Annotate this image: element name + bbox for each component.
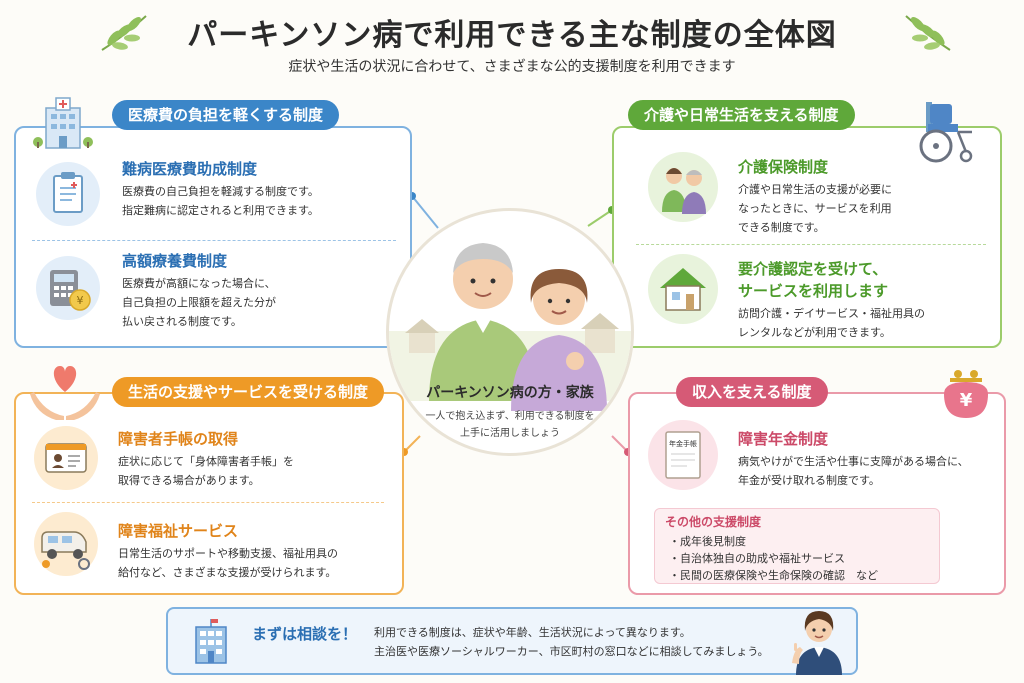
consultation-banner: まずは相談を！ 利用できる制度は、症状や年齢、生活状況によって異なります。 主治… [166,607,858,675]
page-title: パーキンソン病で利用できる主な制度の全体図 [187,18,837,53]
item-desc: 取得できる場合があります。 [118,474,260,487]
item-desc: 医療費の自己負担を軽減する制度です。 [122,185,319,198]
item-desc: 介護や日常生活の支援が必要に [738,183,892,196]
item-title: サービスを利用します [738,282,889,300]
pension-book-icon: 年金手帳 [648,420,718,490]
heart-hands-icon [30,366,100,420]
item-desc: 指定難病に認定されると利用できます。 [122,204,319,217]
divider [636,244,986,245]
footer-line: 利用できる制度は、症状や年齢、生活状況によって異なります。 [374,626,691,639]
purse-yen-symbol: ¥ [960,390,973,411]
item-title: 障害福祉サービス [118,522,239,540]
item-desc: レンタルなどが利用できます。 [738,326,891,339]
item-desc: できる制度です。 [738,221,825,234]
advisor-woman-icon [792,611,842,675]
other-support-title: その他の支援制度 [665,515,762,529]
tab-medical-cost: 医療費の負担を軽くする制度 [112,100,340,130]
welfare-van-icon [34,512,98,576]
footer-text: 利用できる制度は、症状や年齢、生活状況によって異なります。 主治医や医療ソーシャ… [374,623,769,661]
coin-purse-icon: ¥ [944,370,988,418]
item-desc: 払い戻される制度です。 [122,315,242,328]
wheelchair-icon [919,102,973,163]
leaf-branch-icon [905,15,951,51]
other-support-list: ・成年後見制度 ・自治体独自の助成や福祉サービス ・民間の医療保険や生命保険の確… [669,533,878,584]
tab-income-support: 収入を支える制度 [676,377,828,407]
list-item: ・自治体独自の助成や福祉サービス [669,552,845,565]
center-desc-line: 一人で抱え込まず、利用できる制度を [425,411,595,422]
item-desc: 給付など、さまざまな支援が受けられます。 [118,566,337,579]
item-title: 要介護認定を受けて、 [738,260,888,278]
divider [32,240,396,241]
clipboard-icon [36,162,100,226]
item-desc: 自己負担の上限額を超えた分が [122,296,276,309]
id-card-icon [34,426,98,490]
center-desc-line: 上手に活用しましょう [460,428,560,439]
other-support-box: その他の支援制度 ・成年後見制度 ・自治体独自の助成や福祉サービス ・民間の医療… [654,508,940,584]
tab-care-support: 介護や日常生活を支える制度 [628,100,855,130]
item-desc: 年金が受け取れる制度です。 [738,474,880,487]
item-desc: 医療費が高額になった場合に、 [122,277,276,290]
item-desc: 病気やけがで生活や仕事に支障がある場合に、 [738,455,969,468]
house-icon [648,254,718,324]
item-title: 介護保険制度 [738,158,829,176]
city-hall-icon [195,619,227,664]
list-item: ・成年後見制度 [669,535,746,548]
leaf-branch-icon [101,15,147,51]
calculator-coin-icon: ¥ [36,256,100,320]
tab-life-support: 生活の支援やサービスを受ける制度 [112,377,385,407]
list-item: ・民間の医療保険や生命保険の確認 など [669,569,878,582]
page-subtitle: 症状や生活の状況に合わせて、さまざまな公的支援制度を利用できます [288,59,736,75]
item-title: 高額療養費制度 [122,252,228,270]
footer-title: まずは相談を！ [252,625,358,643]
pension-book-label: 年金手帳 [669,439,697,448]
item-title: 難病医療費助成制度 [122,160,258,178]
item-desc: 症状に応じて「身体障害者手帳」を [118,455,294,468]
footer-line: 主治医や医療ソーシャルワーカー、市区町村の窓口などに相談してみましょう。 [374,645,769,658]
item-desc: なったときに、サービスを利用 [738,202,892,215]
center-label: パーキンソン病の方・家族 [426,385,594,401]
hospital-icon [33,97,93,149]
item-title: 障害者手帳の取得 [118,430,239,448]
item-desc: 日常生活のサポートや移動支援、福祉用具の [118,547,338,560]
yen-symbol: ¥ [77,294,84,307]
item-title: 障害年金制度 [738,430,829,448]
divider [32,502,384,503]
patient-family-illustration [386,208,634,456]
center-description: 一人で抱え込まず、利用できる制度を 上手に活用しましょう [402,408,618,442]
caregiver-couple-icon [648,152,718,222]
item-desc: 訪問介護・デイサービス・福祉用具の [738,307,925,320]
